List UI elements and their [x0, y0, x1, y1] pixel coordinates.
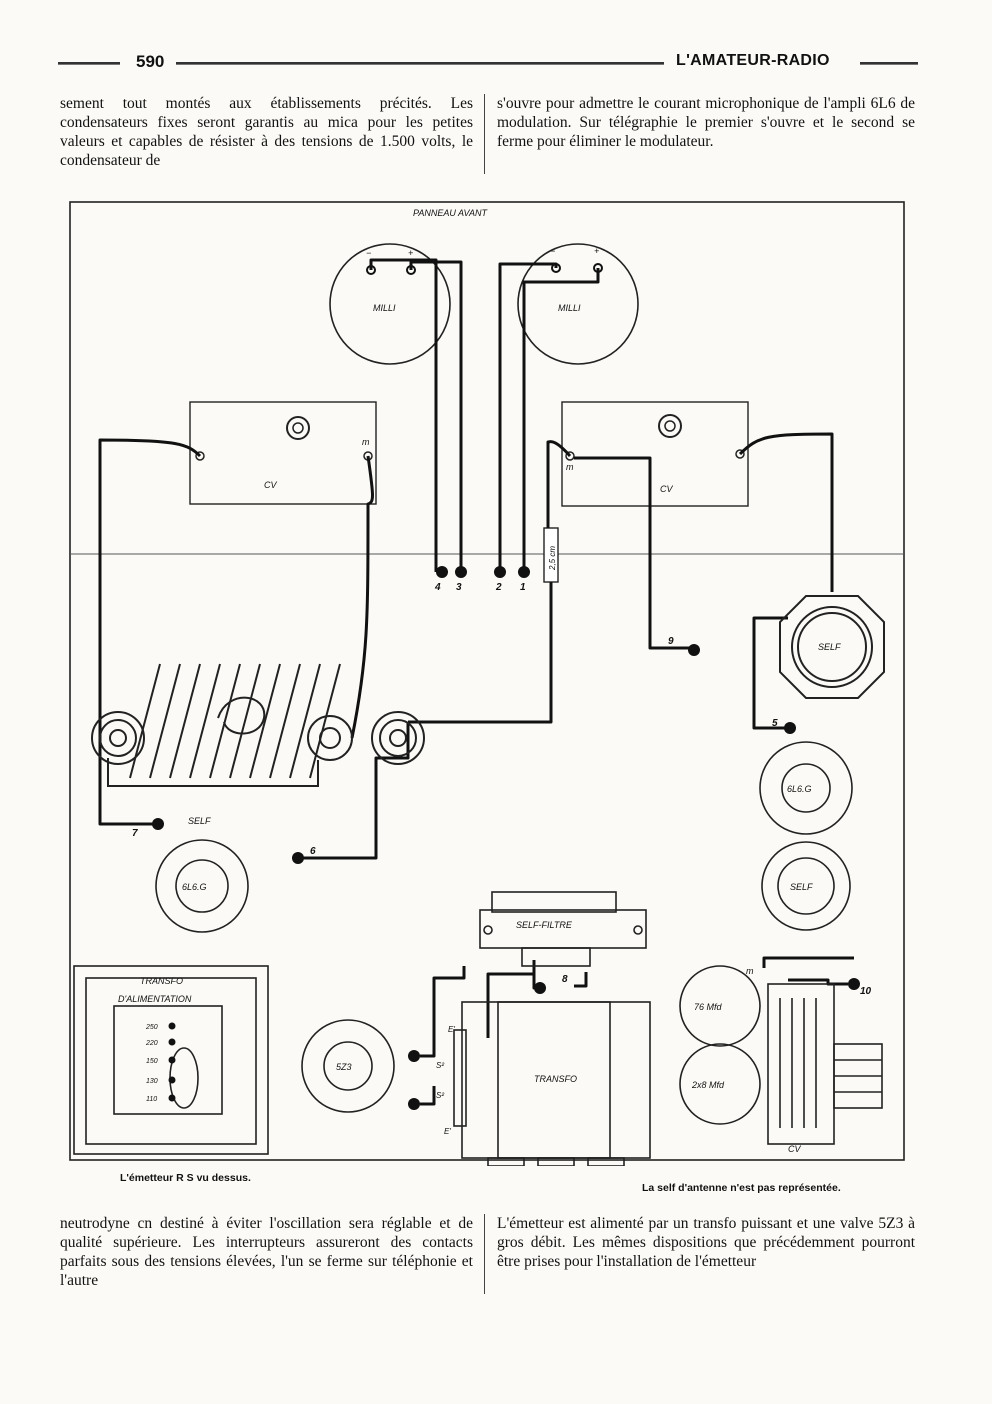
capacitor-76 — [679, 965, 761, 1047]
resistor-label: 2,5 cm — [548, 546, 557, 571]
terminal-2-label: 2 — [495, 582, 502, 593]
transfo-terminals — [408, 1050, 420, 1110]
valve-label: 5Z3 — [336, 1062, 352, 1072]
cv-right: CV m — [561, 401, 749, 507]
journal-title: L'AMATEUR-RADIO — [676, 52, 830, 69]
terminal-1-label: 1 — [520, 582, 526, 593]
terminal-row — [152, 566, 860, 994]
tube-right-label: 6L6.G — [787, 784, 812, 794]
wiring-diagram: PANNEAU AVANT − + MILLI − + MILLI CV m — [68, 198, 908, 1166]
terminal-9 — [688, 644, 700, 656]
tap-250: 250 — [145, 1024, 158, 1031]
tube-right — [759, 741, 853, 835]
transfo-pin-s2a: S² — [436, 1061, 444, 1070]
self-filtre — [479, 891, 647, 967]
milli-left-label: MILLI — [373, 303, 396, 313]
cv-right-m: m — [566, 462, 574, 472]
tube-left-label: 6L6.G — [182, 882, 207, 892]
terminal-2 — [494, 566, 506, 578]
self-small-label: SELF — [790, 882, 813, 892]
milli-right-label: MILLI — [558, 303, 581, 313]
terminal-3 — [455, 566, 467, 578]
transfo-pin-s2b: S² — [436, 1091, 444, 1100]
terminal-8 — [534, 982, 546, 994]
panel-label: PANNEAU AVANT — [413, 208, 489, 218]
terminal-5-label: 5 — [772, 718, 778, 729]
terminal-6-label: 6 — [310, 846, 316, 857]
terminal-6 — [292, 852, 304, 864]
cv-bottom — [767, 983, 883, 1145]
text-bottom-left: neutrodyne cn destiné à éviter l'oscilla… — [60, 1215, 473, 1289]
tap-150: 150 — [146, 1058, 158, 1065]
header-rule-left — [58, 62, 120, 65]
page-header: 590 L'AMATEUR-RADIO — [58, 52, 918, 76]
cv-bottom-label: CV — [788, 1144, 801, 1154]
terminal-4 — [436, 566, 448, 578]
self-right-label: SELF — [818, 642, 841, 652]
milli-left-plus: + — [408, 248, 413, 258]
text-bottom-right: L'émetteur est alimenté par un transfo p… — [497, 1215, 915, 1270]
transfo-label: TRANSFO — [534, 1074, 577, 1084]
wiring — [98, 258, 854, 1106]
tap-220: 220 — [145, 1040, 158, 1047]
valve-5z3 — [301, 1019, 395, 1113]
self-small — [761, 841, 851, 931]
tap-130: 130 — [146, 1078, 158, 1085]
terminal-7 — [152, 818, 164, 830]
self-right — [779, 595, 885, 699]
caption-left: L'émetteur R S vu dessus. — [120, 1172, 251, 1184]
milli-left-minus: − — [366, 248, 371, 258]
text-top-left: sement tout montés aux établissements pr… — [60, 95, 473, 169]
cap-2x8-label: 2x8 Mfd — [691, 1080, 725, 1090]
wiring-diagram-svg: PANNEAU AVANT − + MILLI − + MILLI CV m — [69, 201, 905, 1166]
caption-right: La self d'antenne n'est pas représentée. — [642, 1182, 841, 1194]
transfo-pin-e2: E' — [444, 1127, 451, 1136]
column-divider-top — [484, 94, 485, 174]
cv-right-label: CV — [660, 484, 673, 494]
cap-76-label: 76 Mfd — [694, 1002, 723, 1012]
transfo-alim-title2: D'ALIMENTATION — [118, 994, 192, 1004]
transfo-alim-taps — [168, 1022, 176, 1102]
tube-left — [155, 839, 249, 933]
transfo-alim-title1: TRANSFO — [140, 976, 183, 986]
terminal-8-label: 8 — [562, 974, 568, 985]
column-divider-bottom — [484, 1214, 485, 1294]
terminal-9-label: 9 — [668, 636, 674, 647]
milli-right-minus: − — [550, 246, 555, 256]
tank-coil-label: SELF — [188, 816, 211, 826]
header-rule-right — [860, 62, 918, 65]
transfo-pin-e1: E' — [448, 1025, 455, 1034]
terminal-7-label: 7 — [132, 828, 138, 839]
tap-110: 110 — [146, 1096, 157, 1103]
milli-right-plus: + — [594, 246, 599, 256]
cv-bottom-m: m — [746, 966, 754, 976]
cv-left-label: CV — [264, 480, 277, 490]
self-filtre-label: SELF-FILTRE — [516, 920, 573, 930]
terminal-3-label: 3 — [456, 582, 462, 593]
capacitor-2x8 — [679, 1043, 761, 1125]
milliammeter-right: − + MILLI — [517, 243, 639, 365]
tank-coil — [91, 663, 425, 787]
cv-left: CV m — [189, 401, 377, 505]
chassis-outline — [69, 201, 905, 1161]
transfo-alimentation — [73, 965, 269, 1155]
terminal-10-label: 10 — [860, 986, 872, 997]
terminal-4-label: 4 — [434, 582, 441, 593]
cv-left-m: m — [362, 437, 370, 447]
header-rule-middle — [176, 62, 664, 65]
terminal-5 — [784, 722, 796, 734]
text-top-right: s'ouvre pour admettre le courant microph… — [497, 95, 915, 150]
terminal-1 — [518, 566, 530, 578]
transfo — [453, 1001, 651, 1166]
terminal-10 — [848, 978, 860, 990]
page-number: 590 — [136, 52, 165, 71]
